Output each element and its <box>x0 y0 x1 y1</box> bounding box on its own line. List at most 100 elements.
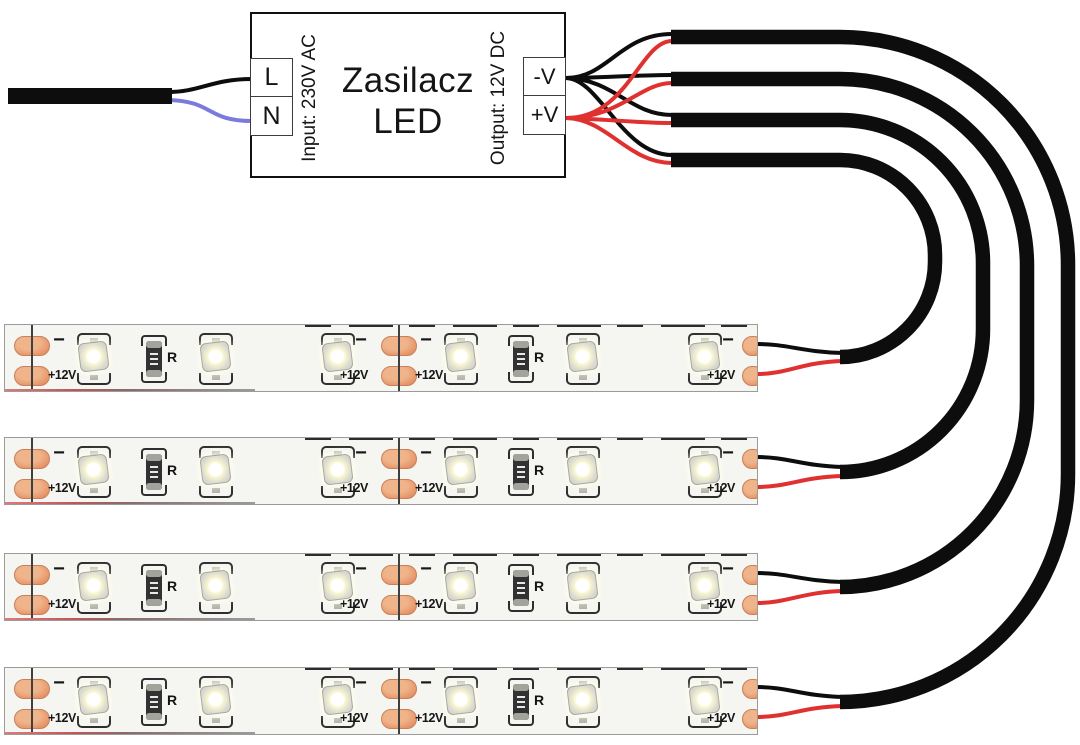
plus-12v-label: +12V <box>340 711 368 725</box>
solder-pads <box>742 325 757 391</box>
resistor-cap <box>146 483 162 490</box>
led-chip <box>566 340 599 373</box>
led-electrode <box>212 338 220 343</box>
led-electrode <box>457 375 465 380</box>
led-electrode <box>457 338 465 343</box>
led-module <box>688 554 722 620</box>
led-electrode <box>212 488 220 493</box>
neutral-wire <box>166 98 254 123</box>
led-electrode <box>90 451 98 456</box>
led-electrode <box>334 338 342 343</box>
resistor-body <box>146 570 162 606</box>
led-chip <box>444 453 477 486</box>
resistor-pad-outline <box>141 564 167 575</box>
led-electrode <box>457 718 465 723</box>
led-pad-outline <box>321 676 355 688</box>
led-pad-outline <box>199 716 233 728</box>
resistor: R <box>140 554 177 620</box>
plus-12v-label: +12V <box>707 368 735 382</box>
led-pad-outline <box>566 373 600 385</box>
led-electrode <box>457 488 465 493</box>
led-electrode <box>90 338 98 343</box>
negative-wire-4 <box>564 76 674 157</box>
led-electrode <box>579 375 587 380</box>
led-module <box>77 554 111 620</box>
cut-line <box>398 668 400 734</box>
resistor-pad-outline <box>141 448 167 459</box>
resistor-pad-outline <box>508 335 534 346</box>
led-electrode <box>212 451 220 456</box>
led-electrode <box>579 488 587 493</box>
led-pad-outline <box>566 562 600 574</box>
led-pad-outline <box>444 562 478 574</box>
led-chip <box>199 453 232 486</box>
led-electrode <box>212 718 220 723</box>
input-terminal-block: L N <box>250 57 293 136</box>
resistor-body <box>513 341 529 377</box>
led-module <box>321 668 355 734</box>
led-pad-outline <box>77 333 111 345</box>
led-pad-outline <box>688 373 722 385</box>
psu-input-label: Input: 230V AC <box>299 34 320 162</box>
led-pad-outline <box>688 716 722 728</box>
led-electrode <box>579 604 587 609</box>
led-pad-outline <box>688 446 722 458</box>
resistor-cap <box>513 570 529 577</box>
live-wire <box>166 77 254 94</box>
led-pad-outline <box>566 716 600 728</box>
led-pad-outline <box>566 602 600 614</box>
plus-12v-label: +12V <box>48 481 76 495</box>
led-pad-outline <box>688 562 722 574</box>
resistor-pad-outline <box>508 564 534 575</box>
resistor-pad-outline <box>508 448 534 459</box>
minus-label: − <box>722 442 734 464</box>
led-pad-outline <box>77 716 111 728</box>
resistor-cap <box>146 341 162 348</box>
led-pad-outline <box>566 486 600 498</box>
led-pad-outline <box>566 446 600 458</box>
led-chip <box>77 453 110 486</box>
resistor: R <box>507 325 544 391</box>
strip-top-edge <box>305 438 751 440</box>
led-module <box>566 554 600 620</box>
led-chip <box>77 683 110 716</box>
led-module <box>199 668 233 734</box>
psu-title: Zasilacz LED <box>252 60 564 142</box>
led-module <box>77 668 111 734</box>
output-terminal-block: -V +V <box>523 56 566 135</box>
led-pad-outline <box>444 333 478 345</box>
led-module <box>566 325 600 391</box>
led-strip-4: − +12V R <box>4 667 758 735</box>
resistor: R <box>507 554 544 620</box>
led-electrode <box>457 681 465 686</box>
plus-12v-label: +12V <box>340 481 368 495</box>
led-pad-outline <box>566 676 600 688</box>
resistor-pad-outline <box>141 485 167 496</box>
terminal-neg-v: -V <box>523 56 566 97</box>
led-pad-outline <box>444 602 478 614</box>
resistor-label: R <box>534 578 545 594</box>
resistor: R <box>140 325 177 391</box>
led-electrode <box>90 718 98 723</box>
strip2-black-wire <box>755 455 845 469</box>
led-electrode <box>90 567 98 572</box>
solder-pads <box>742 438 757 504</box>
led-module <box>688 668 722 734</box>
solder-pad <box>742 709 757 729</box>
resistor-pad-outline <box>508 678 534 689</box>
resistor-body <box>146 684 162 720</box>
resistor-label: R <box>167 462 178 478</box>
positive-wire-4 <box>564 116 674 165</box>
plus-12v-label: +12V <box>340 368 368 382</box>
led-electrode <box>334 375 342 380</box>
led-module <box>321 554 355 620</box>
led-electrode <box>579 451 587 456</box>
plus-12v-label: +12V <box>48 597 76 611</box>
cut-line <box>31 668 33 734</box>
led-module <box>77 325 111 391</box>
led-chip <box>77 569 110 602</box>
minus-label: − <box>355 329 367 351</box>
strip-segment: − +12V R <box>399 668 757 734</box>
